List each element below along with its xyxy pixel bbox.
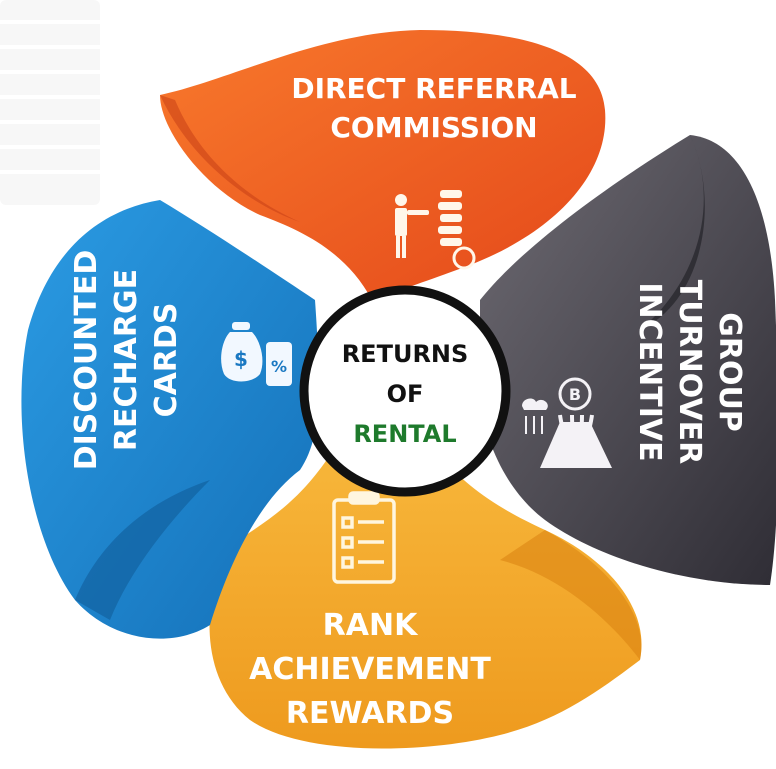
petal-bottom-line3: REWARDS [286, 696, 454, 731]
petal-rank-achievement: RANK ACHIEVEMENT REWARDS [209, 455, 642, 749]
center-line1: RETURNS [342, 340, 469, 368]
petal-shape-gray [480, 135, 776, 585]
money-bag-discount-icon: $ % [221, 322, 292, 386]
svg-text:$: $ [234, 347, 248, 371]
petal-bottom-line1: RANK [323, 608, 419, 643]
svg-text:%: % [271, 357, 287, 376]
petal-shape-orange [160, 30, 606, 300]
petal-left-line3: CARDS [149, 303, 184, 418]
bitcoin-fountain-icon: B [522, 377, 612, 468]
person-pointing-coins-icon [395, 190, 476, 270]
petal-left-line2: RECHARGE [109, 269, 144, 451]
petal-right-line1: GROUP [712, 312, 747, 432]
petal-shape-yellow [209, 455, 642, 749]
center-line2: OF [387, 380, 424, 408]
center-line3: RENTAL [353, 420, 456, 448]
petal-top-line2: COMMISSION [330, 111, 537, 144]
petal-fold-orange [160, 95, 300, 222]
petal-bottom-line2: ACHIEVEMENT [249, 652, 491, 687]
petal-group-turnover: GROUP TURNOVER INCENTIVE B [480, 135, 776, 585]
center-hub: RETURNS OF RENTAL [299, 285, 511, 497]
coin-stack-decoration [0, 0, 100, 205]
petal-fold-yellow [500, 530, 642, 660]
petal-right-line3: INCENTIVE [632, 282, 667, 461]
petal-shape-blue [21, 200, 319, 639]
petal-discounted-recharge: DISCOUNTED RECHARGE CARDS $ % [21, 200, 319, 639]
clipboard-checklist-icon [332, 491, 396, 584]
petal-left-line1: DISCOUNTED [69, 250, 104, 471]
svg-text:B: B [569, 385, 581, 404]
petal-right-line2: TURNOVER [672, 280, 707, 465]
petal-direct-referral: DIRECT REFERRAL COMMISSION [160, 30, 606, 300]
petal-top-line1: DIRECT REFERRAL [291, 72, 576, 105]
petal-fold-blue [75, 480, 210, 620]
